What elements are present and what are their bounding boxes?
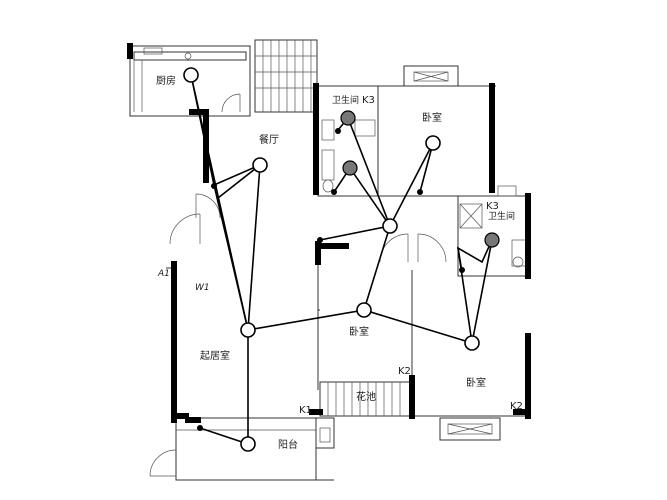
hall-light	[382, 218, 398, 234]
switch-dot	[417, 189, 423, 195]
switch-dot	[459, 267, 465, 273]
bedroom-ne-light	[425, 135, 441, 151]
marker-k1: K1	[299, 405, 312, 416]
bath-upper-light-1	[340, 110, 356, 126]
marker-k3: K3	[362, 95, 375, 106]
balcony-light	[240, 436, 256, 452]
switch-dots	[197, 128, 465, 431]
room-label-kitchen: 厨房	[156, 74, 176, 87]
wiring	[190, 74, 493, 445]
walls	[127, 43, 531, 423]
room-label-bedroom-se: 卧室	[466, 376, 486, 389]
marker-a1: A1	[157, 269, 170, 279]
bedroom-mid-light	[356, 302, 372, 318]
light-fixtures	[183, 67, 500, 452]
marker-labels: A1 W1 K1 K2 K2 K3 K3	[157, 95, 523, 416]
marker-k3-bath: K3	[486, 201, 499, 212]
room-label-bath-upper: 卫生间	[332, 94, 359, 106]
marker-w1: W1	[195, 283, 210, 293]
room-label-dining: 餐厅	[259, 133, 279, 146]
living-light	[240, 322, 256, 338]
switch-dot	[211, 183, 217, 189]
switch-dot	[331, 189, 337, 195]
switch-dot	[197, 425, 203, 431]
room-label-balcony: 阳台	[278, 438, 298, 451]
switch-dot	[317, 237, 323, 243]
kitchen-light	[183, 67, 199, 83]
switch-dot	[335, 128, 341, 134]
marker-k2-mid: K2	[398, 366, 411, 377]
room-label-bedroom-mid: 卧室	[349, 325, 369, 338]
marker-k2-se: K2	[510, 401, 523, 412]
room-label-bath-east: 卫生间	[488, 210, 515, 222]
dining-light	[252, 157, 268, 173]
bedroom-se-light	[464, 335, 480, 351]
bath-upper-light-2	[342, 160, 358, 176]
room-label-bedroom-ne: 卧室	[422, 111, 442, 124]
room-label-living: 起居室	[200, 349, 230, 362]
room-labels: 厨房 餐厅 卫生间 卧室 卫生间 起居室 卧室 卧室 阳台 花池	[156, 74, 515, 451]
bath-east-light	[484, 232, 500, 248]
room-label-flower-bed: 花池	[356, 390, 376, 403]
thin-outlines	[129, 39, 529, 481]
